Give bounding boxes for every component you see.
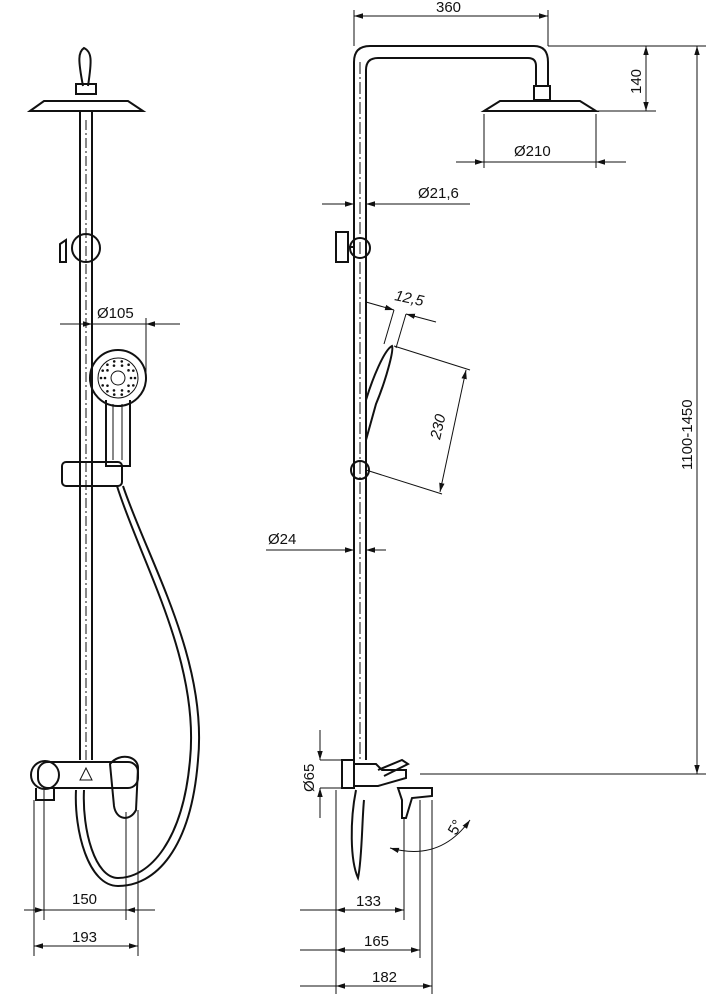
dim-hand-shower-length: 230 [427,412,450,442]
front-hand-shower-face [89,349,147,407]
nozzle-dot [132,384,135,387]
dim-handle-width: 12,5 [393,287,426,310]
side-riser-arm-outer [353,45,549,760]
dim-pipe-diameter: Ø21,6 [418,185,459,202]
dim-mixer-body-diameter: Ø65 [301,764,318,792]
side-diverter-knob [335,231,349,263]
nozzle-dot [101,384,104,387]
dim-side-depth-2: 165 [364,933,389,950]
nozzle-dot [112,364,116,367]
dim-front-width-1: 150 [72,891,97,908]
front-head-collar [75,83,97,95]
side-hand-shower [365,344,394,441]
nozzle-dot [120,360,124,363]
side-rain-shower-head [480,100,600,112]
dim-arm-length: 360 [436,0,461,16]
dim-bar-diameter: Ø24 [268,531,296,548]
front-mixer-body [37,761,139,789]
front-mixer-left-cap [30,760,60,790]
nozzle-dot [112,360,116,363]
nozzle-dot [112,389,116,392]
side-hose [350,789,365,882]
nozzle-dot [106,389,109,393]
dim-spout-angle: 5° [445,817,467,838]
nozzle-dot [127,389,130,393]
dim-front-width-2: 193 [72,929,97,946]
side-view [266,10,706,994]
nozzle-dot [103,376,107,380]
dim-hand-shower-diameter: Ø105 [97,305,134,322]
nozzle-dot [106,369,109,372]
side-mixer-lever [377,758,410,777]
nozzle-dot [133,376,137,380]
front-diverter-knob [71,233,101,263]
front-diverter-lever [59,238,67,263]
nozzle-dot [120,389,124,392]
front-view [24,46,201,956]
dim-side-depth-1: 133 [356,893,381,910]
side-head-connector [533,85,551,101]
front-top-connector [78,46,92,87]
nozzle-dot [106,384,109,387]
front-hose [82,485,193,880]
nozzle-dot [106,363,109,367]
front-hand-shower-handle [105,400,131,467]
dim-head-drop: 140 [628,69,645,94]
front-hose-outer [74,485,201,888]
side-spout [396,787,433,819]
front-slider [61,461,123,487]
nozzle-dot [101,369,104,372]
nozzle-dot [129,376,133,380]
dim-side-depth-3: 182 [372,969,397,986]
front-rain-shower-head [26,100,147,112]
nozzle-dot [127,369,130,372]
nozzle-dot [99,376,103,380]
nozzle-dot [127,363,130,367]
side-riser-arm-inner [365,57,537,760]
nozzle-dot [112,393,116,396]
nozzle-dot [120,393,124,396]
nozzle-dot [127,384,130,387]
front-mixer-lever [108,755,140,819]
nozzle-dot [132,369,135,372]
nozzle-dot [120,364,124,367]
side-slider [350,460,370,480]
front-mixer-left-inlet [35,788,55,801]
dim-head-diameter: Ø210 [514,143,551,160]
dim-height-range: 1100-1450 [679,399,696,470]
front-hand-shower-nozzles [99,360,137,396]
side-wall-flange [341,759,355,789]
side-mixer-body [353,763,407,787]
